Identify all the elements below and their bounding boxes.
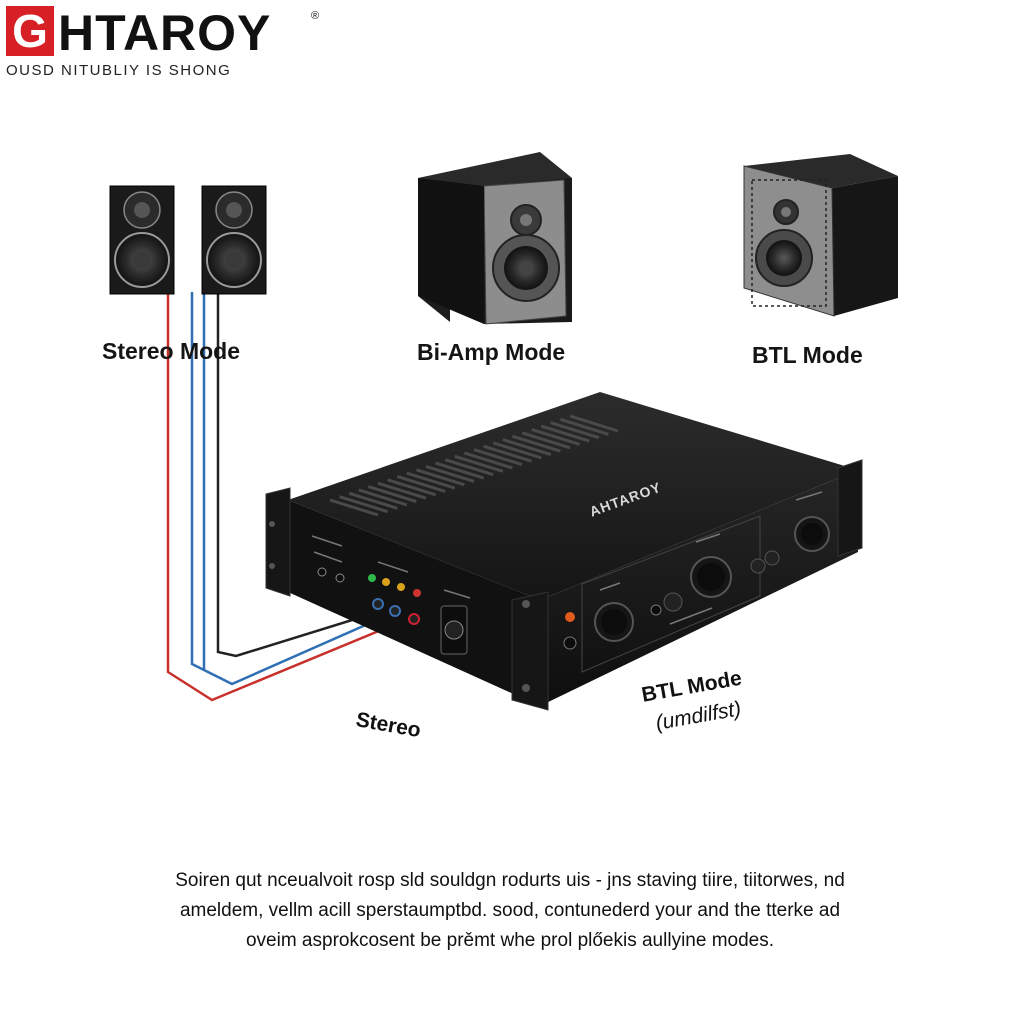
caption-line-3: oveim asprokcosent be prěmt whe prol plő… — [245, 930, 775, 951]
biamp-speaker — [418, 152, 572, 325]
caption-line-2: ameldem, vellm acill sperstaumptbd. sood… — [179, 900, 841, 921]
vent-slot — [406, 471, 456, 490]
vent-slot — [550, 421, 600, 440]
vent-slot — [377, 481, 427, 500]
btl-mode-label: BTL Mode — [752, 342, 863, 368]
vent-slot — [454, 454, 504, 473]
diagram-caption: Soiren qut nceualvoit rosp sld souldgn r… — [90, 866, 930, 956]
vent-slot — [396, 475, 446, 493]
stereo-speaker-right — [201, 185, 267, 295]
vent-slot — [473, 448, 523, 467]
vent-slot — [492, 441, 542, 460]
power-amplifier — [265, 392, 863, 711]
btl-speaker — [743, 154, 898, 317]
vent-slot — [540, 424, 590, 443]
speaker-cables — [166, 292, 416, 702]
vent-slot — [559, 417, 609, 436]
vent-slot — [339, 495, 389, 514]
vent-slot — [387, 478, 437, 497]
vent-slot — [444, 458, 494, 477]
stereo-speaker-left — [109, 185, 175, 295]
caption-line-1: Soiren qut nceualvoit rosp sld souldgn r… — [175, 870, 845, 891]
vent-slot — [531, 428, 581, 446]
vent-slot — [367, 485, 417, 503]
brand-tagline: OUSD NITUBLIY IS SHONG — [6, 62, 232, 79]
brand-mark: G — [6, 6, 54, 56]
vent-slot — [435, 461, 485, 480]
vent-slot — [415, 468, 465, 487]
stereo-mode-label: Stereo Mode — [102, 338, 241, 364]
vent-slot — [569, 414, 619, 433]
vent-slot — [483, 444, 533, 463]
vent-slot — [425, 464, 475, 483]
registered-mark: ® — [311, 10, 320, 22]
vent-slot — [521, 431, 571, 450]
vent-slot — [358, 488, 408, 507]
vent-slot — [511, 434, 561, 453]
brand-wordmark: HTAROY — [58, 5, 272, 61]
vent-slot — [348, 491, 398, 510]
biamp-mode-label: Bi-Amp Mode — [417, 339, 566, 365]
vent-slot — [502, 438, 552, 456]
vent-slot — [463, 451, 513, 470]
vent-slot — [329, 498, 379, 517]
